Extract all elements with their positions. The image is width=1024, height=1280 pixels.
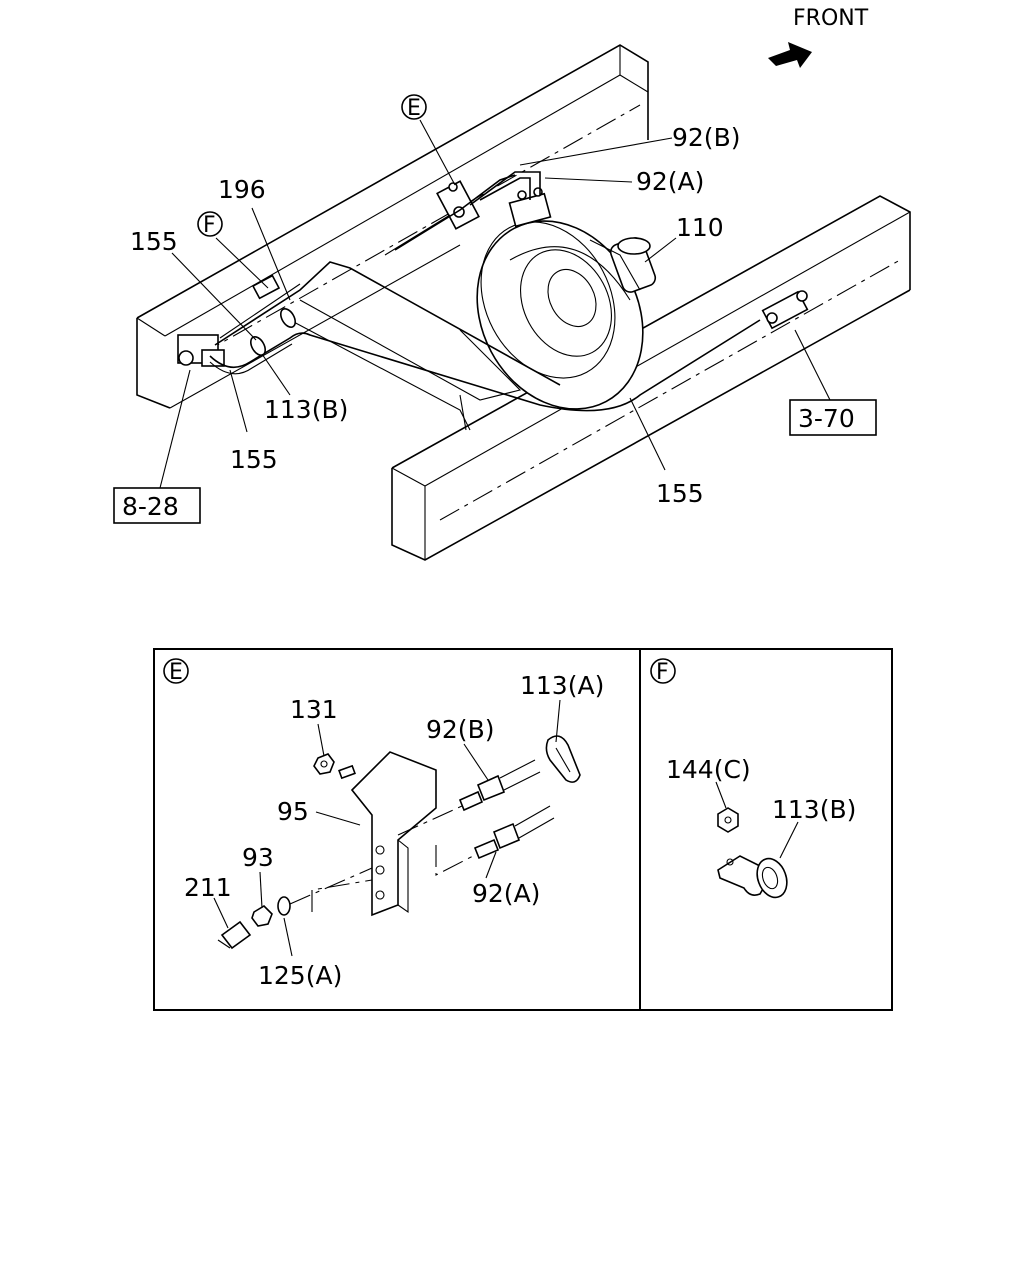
right-valve <box>761 290 809 330</box>
marker-f-main: F <box>197 211 223 238</box>
connector-block <box>508 187 552 228</box>
front-arrow-icon <box>768 42 812 68</box>
front-indicator: FRONT <box>768 6 869 68</box>
brake-pipes <box>209 171 761 412</box>
detail-e-marker: E <box>169 660 183 685</box>
ref-3-70-label: 3-70 <box>798 404 855 433</box>
label-131: 131 <box>290 695 338 724</box>
chassis-overview: E F 92(B) 92(A) 110 196 155 113(B) 155 1… <box>113 44 911 561</box>
label-196: 196 <box>218 175 266 204</box>
valve-bracket-e <box>436 180 480 230</box>
label-92b-detail: 92(B) <box>426 715 494 744</box>
ref-box-8-28: 8-28 <box>113 487 201 524</box>
label-113a: 113(A) <box>520 671 604 700</box>
leader-lines <box>159 119 831 489</box>
label-95: 95 <box>277 797 309 826</box>
label-155-top: 155 <box>130 227 178 256</box>
detail-f: F 144(C) 113(B) <box>650 658 856 899</box>
left-frame-rail <box>136 44 649 409</box>
right-frame-rail <box>391 195 911 561</box>
cross-member <box>289 299 522 431</box>
ref-8-28-label: 8-28 <box>122 492 179 521</box>
detail-e: E <box>163 658 604 990</box>
label-110: 110 <box>676 213 724 242</box>
marker-e-main: E <box>401 94 427 121</box>
detail-f-marker: F <box>656 660 669 685</box>
left-valve-cluster <box>177 274 281 367</box>
marker-f-label: F <box>203 213 216 238</box>
label-93: 93 <box>242 843 274 872</box>
bracket-95 <box>350 751 437 917</box>
label-125a: 125(A) <box>258 961 342 990</box>
label-155-right: 155 <box>656 479 704 508</box>
front-label: FRONT <box>793 6 869 31</box>
clip-113b-detail <box>717 855 788 899</box>
fitting-92a <box>435 805 555 876</box>
label-92a-detail: 92(A) <box>472 879 540 908</box>
fitting-92b <box>397 759 541 836</box>
nut-93 <box>251 904 273 927</box>
marker-e-label: E <box>407 96 421 121</box>
bolt-211 <box>217 920 252 950</box>
clip-113a <box>545 735 581 783</box>
nut-144c <box>717 807 739 833</box>
label-92a: 92(A) <box>636 167 704 196</box>
detail-e-leaders <box>213 699 561 957</box>
part-196-main <box>279 308 297 328</box>
ref-box-3-70: 3-70 <box>789 399 877 436</box>
label-211: 211 <box>184 873 232 902</box>
brake-chamber <box>589 237 657 293</box>
label-113b: 113(B) <box>264 395 348 424</box>
nut-131 <box>313 753 356 780</box>
detail-frame <box>153 648 893 1011</box>
label-144c: 144(C) <box>666 755 751 784</box>
label-155-mid: 155 <box>230 445 278 474</box>
label-113b-detail: 113(B) <box>772 795 856 824</box>
label-92b: 92(B) <box>672 123 740 152</box>
washer-125a <box>277 867 373 916</box>
wheel-assembly <box>476 220 644 410</box>
